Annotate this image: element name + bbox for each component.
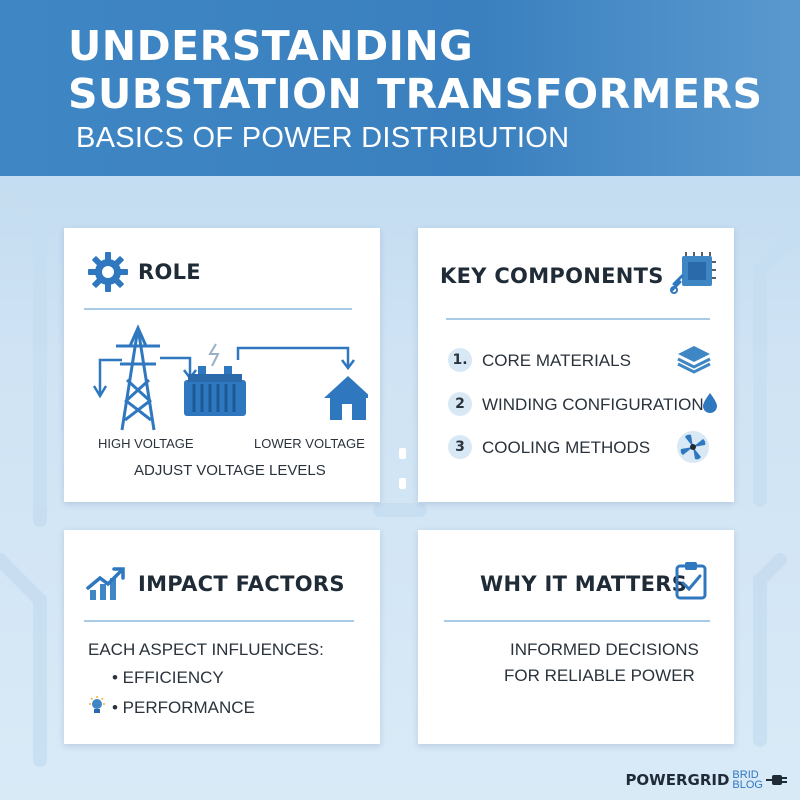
role-card: ROLE — [64, 228, 380, 502]
impact-card: IMPACT FACTORS EACH ASPECT INFLUENCES: •… — [64, 530, 380, 744]
impact-bullet-efficiency: • EFFICIENCY — [112, 668, 224, 687]
house-icon — [324, 376, 368, 420]
impact-bullet-performance: • PERFORMANCE — [112, 698, 255, 717]
matters-card: WHY IT MATTERS INFORMED DECISIONS FOR RE… — [418, 530, 734, 744]
role-title: ROLE — [138, 260, 201, 284]
droplet-icon — [703, 393, 717, 413]
impact-divider — [84, 620, 354, 622]
separator-dot — [399, 448, 406, 459]
components-title: KEY COMPONENTS — [440, 264, 664, 288]
role-caption: ADJUST VOLTAGE LEVELS — [134, 462, 326, 479]
page-subtitle: BASICS OF POWER DISTRIBUTION — [76, 122, 570, 154]
brand-tag-line-1: BRID — [732, 769, 759, 781]
gear-icon — [88, 252, 128, 292]
matters-title: WHY IT MATTERS — [480, 572, 688, 596]
component-label-winding: WINDING CONFIGURATIONS — [482, 395, 715, 414]
matters-line-1: INFORMED DECISIONS — [510, 640, 699, 659]
transformer-icon — [184, 366, 246, 416]
component-number-1: 1. — [448, 348, 472, 372]
role-divider — [84, 308, 352, 310]
impact-title: IMPACT FACTORS — [138, 572, 345, 596]
spark-icon — [208, 343, 220, 367]
transmission-tower-icon — [116, 324, 160, 431]
growth-chart-icon — [86, 567, 125, 600]
impact-intro: EACH ASPECT INFLUENCES: — [88, 640, 324, 659]
matters-line-2: FOR RELIABLE POWER — [504, 666, 695, 685]
brand-logo: POWERGRID BRID BLOG — [625, 769, 788, 791]
title-line-1: UNDERSTANDING — [68, 22, 474, 70]
brand-name: POWERGRID — [625, 771, 730, 789]
component-label-cooling: COOLING METHODS — [482, 438, 651, 457]
components-divider — [446, 318, 710, 320]
lightbulb-icon — [89, 696, 105, 713]
power-flow-diagram — [92, 324, 368, 431]
high-voltage-label: HIGH VOLTAGE — [98, 436, 194, 451]
arrow-right-icon — [236, 346, 355, 371]
plug-icon — [766, 775, 787, 785]
matters-divider — [444, 620, 710, 622]
page-title: UNDERSTANDING SUBSTATION TRANSFORMERS — [68, 22, 763, 118]
component-label-core-materials: CORE MATERIALS — [482, 351, 631, 370]
arrow-down-icon — [92, 358, 122, 399]
brand-tag: BRID BLOG — [732, 769, 763, 791]
separator-dot — [399, 478, 406, 489]
components-card: KEY COMPONENTS 1. CORE MATERIALS 2 WINDI… — [418, 228, 734, 502]
fan-icon — [677, 431, 709, 463]
layers-icon — [677, 346, 711, 374]
component-number-2: 2 — [448, 392, 472, 416]
brand-tag-line-2: BLOG — [732, 779, 763, 791]
component-number-3: 3 — [448, 435, 472, 459]
header-banner: UNDERSTANDING SUBSTATION TRANSFORMERS BA… — [0, 0, 800, 176]
lower-voltage-label: LOWER VOLTAGE — [254, 436, 365, 451]
checklist-clipboard-icon — [675, 562, 707, 600]
title-line-2: SUBSTATION TRANSFORMERS — [68, 70, 763, 118]
circuit-chip-icon — [670, 252, 716, 294]
